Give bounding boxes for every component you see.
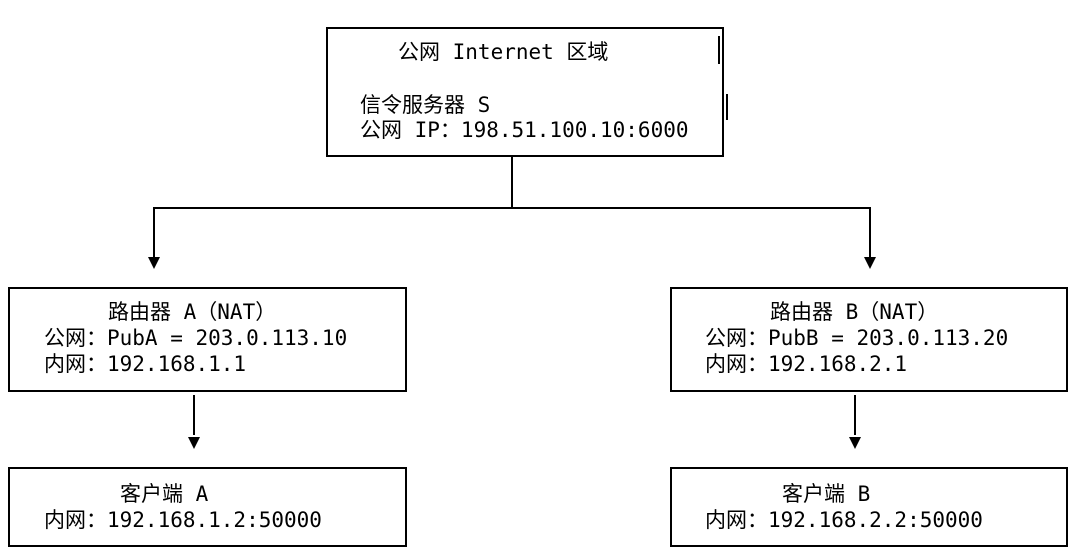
connector-line	[153, 207, 155, 257]
border-tick	[718, 36, 720, 64]
client-a-title: 客户端 A	[120, 482, 209, 506]
router-a-box	[8, 287, 407, 392]
arrow-down-icon	[864, 257, 876, 269]
router-b-private-ip: 内网：192.168.2.1	[705, 352, 908, 376]
connector-line	[511, 157, 513, 209]
server-name: 信令服务器 S	[360, 93, 491, 117]
internet-zone-label: 公网 Internet 区域	[398, 40, 609, 64]
connector-line	[193, 395, 195, 435]
client-b-box	[670, 467, 1068, 547]
arrow-down-icon	[849, 437, 861, 449]
router-a-private-ip: 内网：192.168.1.1	[44, 352, 247, 376]
router-b-box	[670, 287, 1068, 392]
router-b-title: 路由器 B（NAT）	[770, 300, 939, 324]
arrow-down-icon	[188, 437, 200, 449]
border-tick	[726, 94, 728, 120]
connector-line	[869, 207, 871, 257]
server-ip: 公网 IP：198.51.100.10:6000	[360, 118, 689, 142]
client-a-private-ip: 内网：192.168.1.2:50000	[44, 508, 322, 532]
client-a-box	[8, 467, 407, 547]
router-a-public-ip: 公网：PubA = 203.0.113.10	[44, 326, 348, 350]
client-b-private-ip: 内网：192.168.2.2:50000	[705, 508, 983, 532]
border-tick	[722, 66, 724, 92]
connector-line	[854, 395, 856, 435]
connector-line	[153, 207, 871, 209]
router-b-public-ip: 公网：PubB = 203.0.113.20	[705, 326, 1009, 350]
signaling-server-box	[326, 27, 724, 157]
client-b-title: 客户端 B	[782, 482, 871, 506]
router-a-title: 路由器 A（NAT）	[108, 300, 277, 324]
arrow-down-icon	[148, 257, 160, 269]
